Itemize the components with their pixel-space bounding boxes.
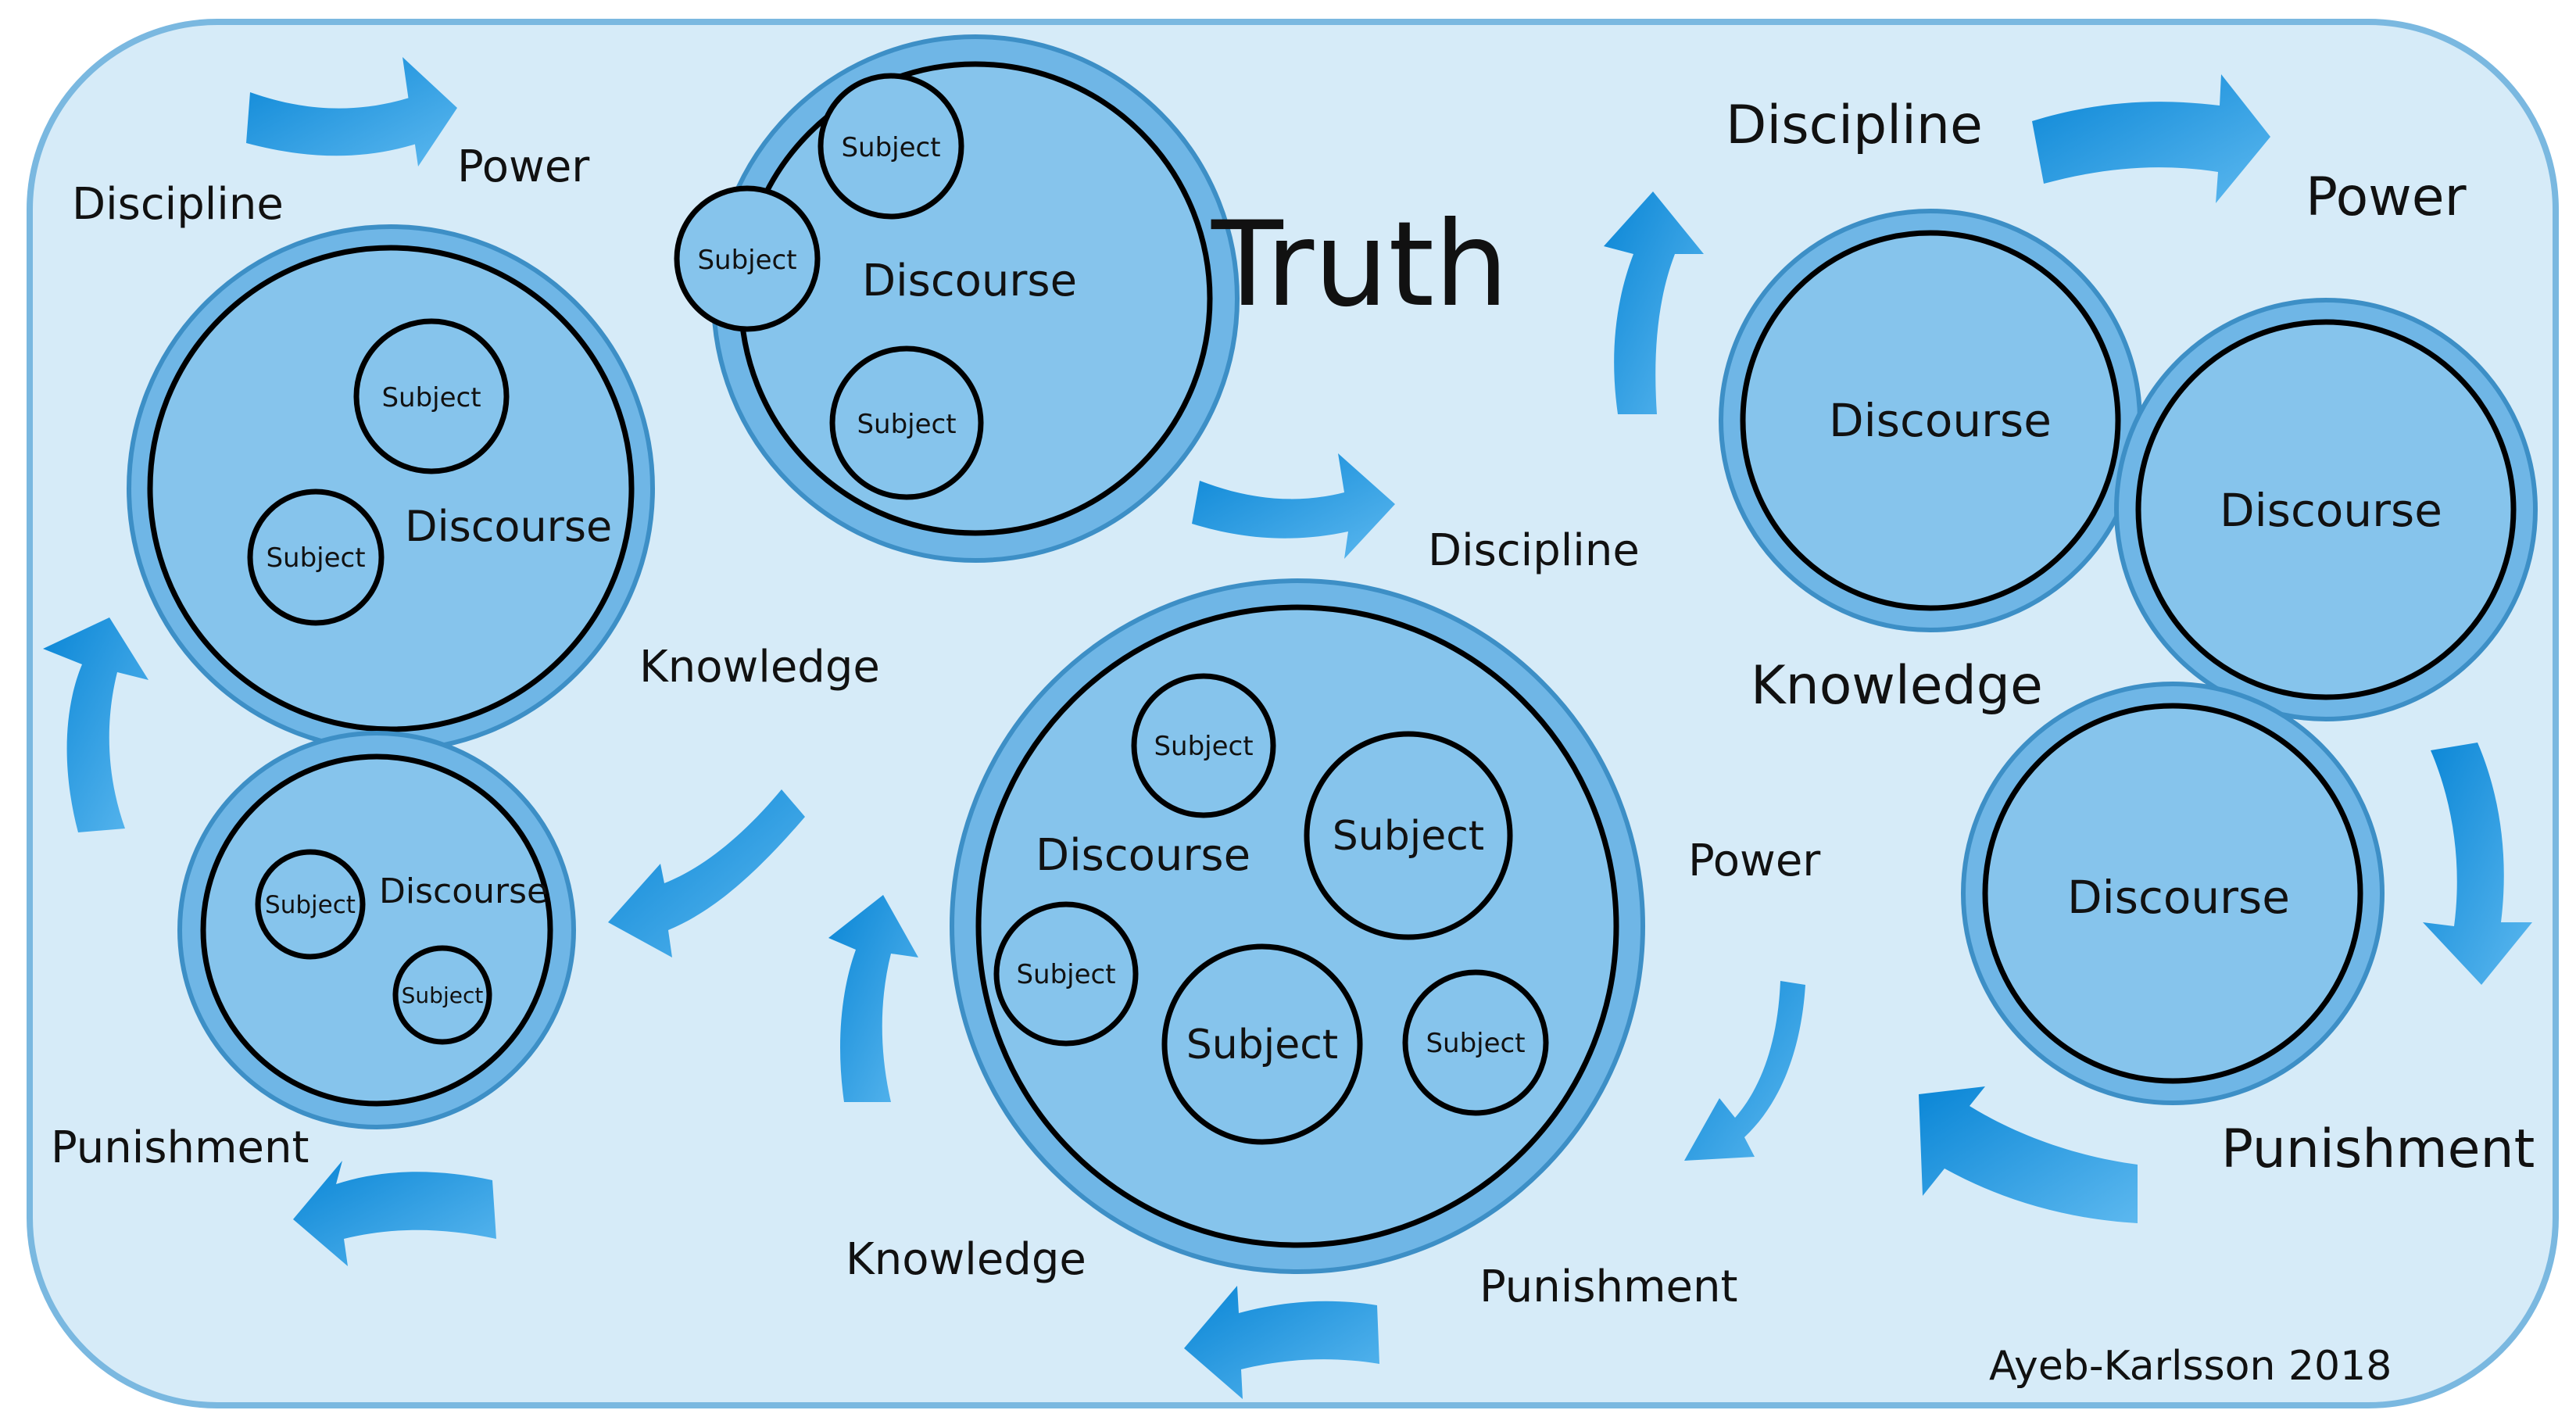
- discourse-label: Discourse: [2220, 484, 2442, 537]
- discourse-circle-left-mid: [127, 224, 655, 753]
- subject-circle: [392, 945, 492, 1045]
- label-knowledge: Knowledge: [846, 1234, 1086, 1285]
- arrow-icon: [2032, 74, 2270, 203]
- subject-label: Subject: [265, 891, 356, 919]
- label-punishment: Punishment: [51, 1122, 309, 1173]
- arrow-icon: [293, 1161, 496, 1266]
- subject-circle: [1161, 943, 1363, 1145]
- label-discipline: Discipline: [1726, 95, 1983, 156]
- subject-circle: [993, 901, 1139, 1047]
- discourse-circle-right-1: [1719, 209, 2142, 632]
- subject-label: Subject: [266, 542, 365, 574]
- label-discipline: Discipline: [72, 179, 284, 230]
- subject-circle: [818, 73, 964, 220]
- subject-circle: [1304, 731, 1513, 940]
- arrow-icon: [246, 57, 457, 166]
- label-knowledge: Knowledge: [1751, 655, 2043, 717]
- arrow-icon: [1184, 1286, 1379, 1399]
- label-punishment: Punishment: [2221, 1118, 2535, 1180]
- arrow-icon: [1192, 453, 1395, 559]
- arrow-icon: [828, 895, 918, 1102]
- subject-circle: [1131, 673, 1276, 818]
- label-power: Power: [2306, 166, 2467, 228]
- discourse-label: Discourse: [2067, 871, 2290, 924]
- subject-circle: [1402, 969, 1549, 1116]
- subject-circle: [255, 849, 366, 960]
- label-knowledge: Knowledge: [639, 642, 880, 693]
- discourse-circle-left-bottom: [177, 731, 576, 1129]
- subject-circle: [674, 185, 821, 332]
- subject-label: Subject: [1426, 1028, 1525, 1059]
- subject-circle: [829, 345, 984, 500]
- subject-label: Subject: [1186, 1022, 1338, 1068]
- title-truth: Truth: [1211, 197, 1508, 333]
- subject-label: Subject: [402, 982, 484, 1008]
- subject-label: Subject: [697, 245, 796, 276]
- label-discipline: Discipline: [1428, 525, 1640, 576]
- discourse-label: Discourse: [1036, 830, 1250, 881]
- arrow-icon: [2423, 743, 2532, 985]
- subject-label: Subject: [857, 409, 956, 440]
- label-power: Power: [457, 141, 590, 192]
- arrow-icon: [1919, 1086, 2138, 1223]
- subject-label: Subject: [841, 132, 940, 163]
- arrow-icon: [43, 617, 148, 832]
- subject-label: Subject: [1016, 959, 1115, 990]
- discourse-circle-right-2: [2114, 298, 2538, 721]
- subject-circle: [247, 489, 385, 626]
- discourse-label: Discourse: [405, 502, 612, 551]
- discourse-label: Discourse: [862, 256, 1077, 306]
- discourse-label: Discourse: [1829, 394, 2052, 447]
- subject-label: Subject: [381, 382, 481, 413]
- subject-circle: [353, 318, 510, 474]
- arrow-icon: [1604, 191, 1704, 414]
- discourse-circle-right-3: [1961, 682, 2385, 1105]
- subject-label: Subject: [1154, 731, 1253, 762]
- discourse-label: Discourse: [379, 871, 548, 911]
- arrow-icon: [1684, 981, 1805, 1161]
- arrow-icon: [608, 789, 805, 957]
- subject-label: Subject: [1333, 813, 1484, 860]
- label-punishment: Punishment: [1479, 1262, 1737, 1312]
- credit: Ayeb-Karlsson 2018: [1989, 1343, 2392, 1390]
- label-power: Power: [1688, 836, 1821, 886]
